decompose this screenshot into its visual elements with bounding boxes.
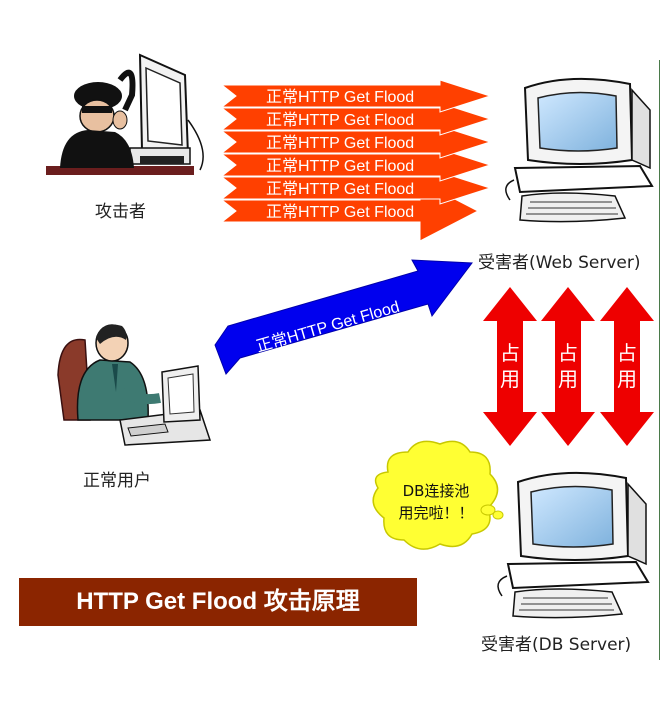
bubble-line-2: 用完啦！！ — [398, 504, 473, 522]
attacker-label: 攻击者 — [95, 202, 146, 222]
normal-request-arrow: 正常HTTP Get Flood — [214, 259, 473, 375]
occupy-arrow-label: 占 — [558, 341, 578, 365]
db-pool-bubble: DB连接池 用完啦！！ — [372, 440, 504, 550]
diagram-title: HTTP Get Flood 攻击原理 — [76, 588, 360, 615]
occupy-arrow-label: 占 — [617, 341, 637, 365]
flood-arrow-label: 正常HTTP Get Flood — [266, 180, 414, 198]
flood-arrow-label: 正常HTTP Get Flood — [266, 134, 414, 152]
occupy-arrow-label: 用 — [500, 367, 520, 391]
flood-arrow-label: 正常HTTP Get Flood — [266, 111, 414, 129]
db-server-label: 受害者(DB Server) — [481, 635, 632, 655]
flood-arrow-label: 正常HTTP Get Flood — [266, 203, 414, 221]
normal-user-label: 正常用户 — [83, 471, 151, 491]
web-server-label: 受害者(Web Server) — [478, 253, 641, 273]
occupy-arrow-label: 占 — [500, 341, 520, 365]
occupy-arrow-label: 用 — [617, 367, 637, 391]
right-frame-line — [659, 60, 660, 660]
flood-arrow-label: 正常HTTP Get Flood — [266, 157, 414, 175]
normal-user-illustration — [57, 324, 212, 446]
flood-arrow-group: 正常HTTP Get Flood 正常HTTP Get Flood 正常HTTP G… — [220, 79, 492, 242]
flood-arrow-label: 正常HTTP Get Flood — [266, 88, 414, 106]
flood-arrow — [220, 79, 492, 113]
occupy-arrow — [541, 287, 595, 446]
occupy-arrow-label: 用 — [558, 367, 578, 391]
title-banner: HTTP Get Flood 攻击原理 — [19, 578, 417, 626]
occupy-arrow — [600, 287, 654, 446]
occupy-arrow — [483, 287, 537, 446]
bubble-line-1: DB连接池 — [403, 482, 470, 500]
db-server-illustration — [497, 471, 650, 619]
attacker-illustration — [46, 53, 204, 175]
web-server-illustration — [505, 77, 654, 223]
